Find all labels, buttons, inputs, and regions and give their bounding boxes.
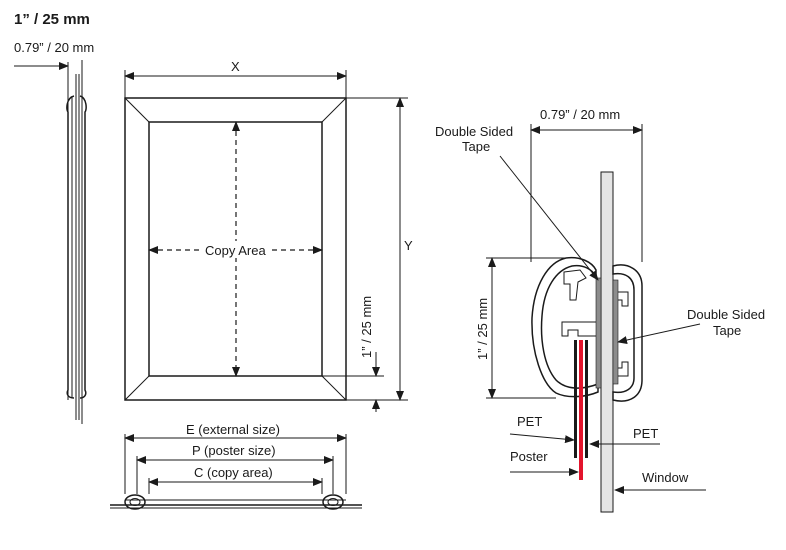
pet-sheet-outer <box>574 340 577 458</box>
poster-label: Poster <box>510 449 548 464</box>
frame-clip-right <box>612 264 643 402</box>
poster-sheet <box>579 340 583 480</box>
side-profile-view: 0.79” / 20 mm <box>14 40 94 424</box>
double-sided-tape-left <box>595 277 602 389</box>
copy-area-label: Copy Area <box>205 243 266 258</box>
tape-label-upper-line2: Tape <box>462 139 490 154</box>
diagram-title: 1” / 25 mm <box>14 11 90 28</box>
front-view: X Copy Area Y 1” / 25 mm <box>124 59 413 412</box>
tape-label-upper-line1: Double Sided <box>435 124 513 139</box>
window-glass <box>600 171 614 513</box>
section-view: 0.79” / 20 mm 1” / 25 mm Double Sided Ta… <box>435 107 765 513</box>
section-depth-label: 0.79” / 20 mm <box>540 107 620 122</box>
pet-sheet-inner <box>585 340 588 458</box>
external-size-label: E (external size) <box>186 422 280 437</box>
poster-size-label: P (poster size) <box>192 443 276 458</box>
pet-label-right: PET <box>633 426 658 441</box>
profile-width-label: 0.79” / 20 mm <box>14 40 94 55</box>
double-sided-tape-right <box>612 279 619 385</box>
pet-label-left: PET <box>517 414 542 429</box>
width-x-label: X <box>231 59 240 74</box>
bottom-view: E (external size) P (poster size) C (cop… <box>110 422 362 510</box>
section-frame-width-label: 1” / 25 mm <box>475 298 490 360</box>
frame-clip-profile <box>531 256 599 398</box>
tape-label-lower-line2: Tape <box>713 323 741 338</box>
window-label: Window <box>642 470 689 485</box>
height-y-label: Y <box>404 238 413 253</box>
frame-width-label: 1” / 25 mm <box>359 296 374 358</box>
tape-label-lower-line1: Double Sided <box>687 307 765 322</box>
copy-area-size-label: C (copy area) <box>194 465 273 480</box>
